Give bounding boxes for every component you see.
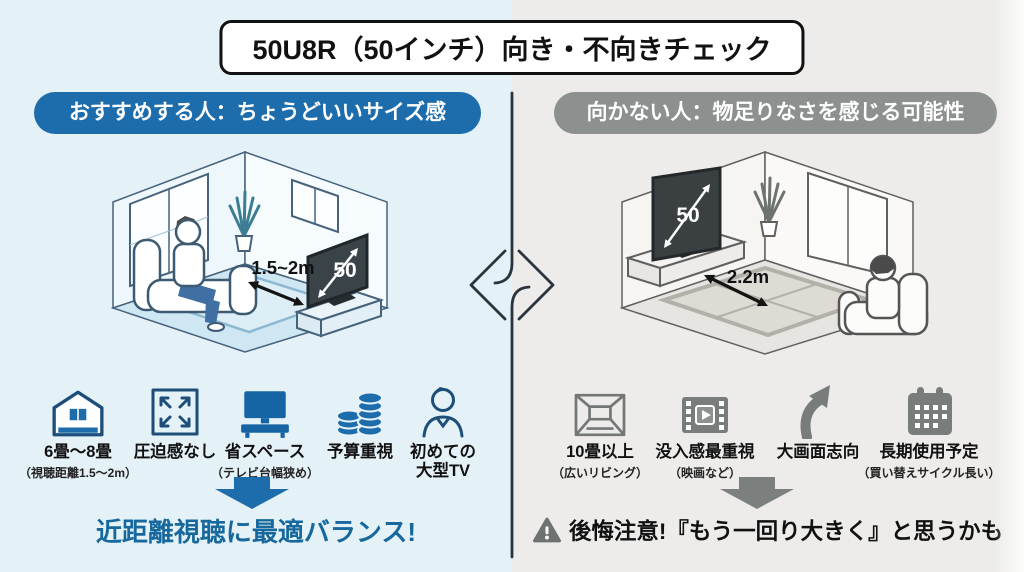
feature-label: 圧迫感なし: [133, 443, 217, 461]
down-arrow-icon: [215, 477, 289, 509]
feature-label: 予算重視: [327, 443, 393, 461]
feature-label: 大型TV: [415, 461, 471, 480]
feature-item: 大画面志向: [758, 381, 878, 464]
feature-item: 没入感最重視 （映画など）: [645, 381, 765, 481]
left-conclusion: 近距離視聴に最適バランス!: [95, 517, 417, 547]
plant-icon: [753, 176, 786, 237]
person-icon: [378, 381, 508, 439]
feature-sublabel: （買い替えサイクル長い）: [857, 465, 1001, 480]
diagonal-arrow-icon: [318, 289, 327, 298]
left-header: おすすめする人：ちょうどいいサイズ感: [34, 92, 481, 134]
diagonal-arrow-icon: [702, 184, 710, 193]
house-icon: [13, 381, 143, 439]
left-room-illustration: 50 1.5~2m: [110, 150, 390, 353]
feature-label: 大画面志向: [776, 443, 860, 461]
feature-sublabel: （視聴距離1.5～2m）: [18, 465, 138, 480]
distance-label: 1.5~2m: [251, 257, 314, 278]
room-icon: [540, 381, 660, 439]
down-arrow-icon: [720, 477, 794, 509]
right-header: 向かない人：物足りなさを感じる可能性: [554, 92, 997, 134]
coins-icon: [295, 381, 425, 439]
divider-arrows-icon: [469, 91, 555, 559]
feature-item: 省スペース （テレビ台幅狭め）: [200, 381, 330, 481]
tv-stand-icon: [200, 381, 330, 439]
film-icon: [645, 381, 765, 439]
window-icon: [291, 178, 339, 234]
feature-item: 長期使用予定 （買い替えサイクル長い）: [853, 381, 1005, 481]
feature-item: 初めての 大型TV: [378, 381, 508, 483]
tv-screen: 50: [651, 166, 722, 262]
calendar-icon: [853, 381, 1005, 439]
feature-item: 10畳以上 （広いリビング）: [540, 381, 660, 481]
distance-arrow: [704, 274, 768, 307]
feature-label: 初めての: [410, 443, 476, 461]
tv-screen: 50: [306, 232, 369, 310]
tv-size-label: 50: [333, 259, 356, 282]
feature-label: 没入感最重視: [655, 443, 755, 461]
distance-arrow: [248, 281, 304, 306]
right-conclusion-text: 後悔注意!『もう一回り大きく』と思うかも: [568, 519, 1004, 544]
feature-label: 長期使用予定: [879, 443, 979, 461]
tv-size-label: 50: [676, 204, 699, 227]
feature-sublabel: （映画など）: [668, 465, 741, 480]
feature-label: 10畳以上: [566, 443, 634, 461]
person: [865, 254, 901, 320]
diagonal-arrow-icon: [664, 239, 672, 248]
diagonal-arrow-icon: [349, 248, 358, 257]
warning-icon: [532, 517, 561, 543]
feature-item: 圧迫感なし: [110, 381, 240, 464]
feature-sublabel: （テレビ台幅狭め）: [210, 465, 319, 480]
feature-label: 省スペース: [224, 443, 306, 461]
arrow-up-icon: [758, 381, 878, 439]
feature-item: 予算重視: [295, 381, 425, 464]
distance-label: 2.2m: [727, 266, 769, 287]
person: [172, 216, 225, 332]
feature-label: 6畳〜8畳: [44, 443, 112, 461]
feature-item: 6畳〜8畳 （視聴距離1.5～2m）: [13, 381, 143, 481]
feature-sublabel: （広いリビング）: [551, 465, 648, 480]
page-title: 50U8R（50インチ）向き・不向きチェック: [219, 20, 805, 75]
expand-arrows-icon: [110, 381, 240, 439]
right-conclusion: 後悔注意!『もう一回り大きく』と思うかも: [512, 514, 1024, 546]
right-room-illustration: 50 2.2m: [619, 150, 929, 355]
plant-icon: [228, 190, 261, 252]
